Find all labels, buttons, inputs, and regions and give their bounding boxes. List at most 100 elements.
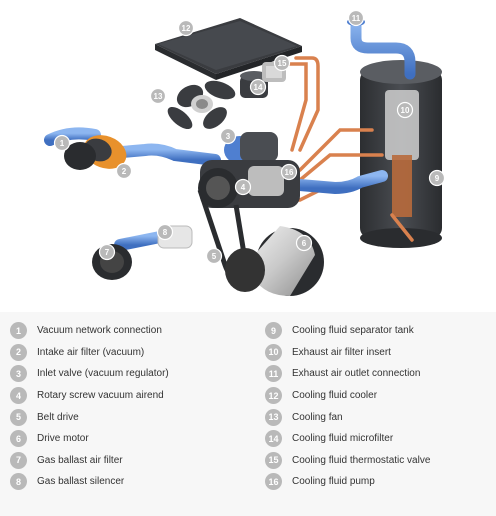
legend-item: 6 Drive motor [10,428,250,450]
callout-number: 12 [182,24,191,33]
legend-number-badge: 14 [265,430,282,448]
callout-9: 9 [428,169,446,187]
callout-number: 14 [254,83,263,92]
legend-number-badge: 4 [10,387,27,405]
callout-7: 7 [98,243,116,261]
legend-label: Exhaust air outlet connection [292,368,421,380]
legend-label: Cooling fluid thermostatic valve [292,454,431,466]
callout-number: 5 [212,252,217,261]
legend-number-badge: 2 [10,343,27,361]
callout-number: 16 [285,168,294,177]
legend-number-badge: 8 [10,473,27,491]
callout-8: 8 [156,223,174,241]
callout-circle [149,87,167,105]
callout-circle [156,223,174,241]
callout-number: 8 [163,228,168,237]
legend-item: 9 Cooling fluid separator tank [265,320,491,342]
legend-item: 12 Cooling fluid cooler [265,385,491,407]
legend-number-badge: 9 [265,322,282,340]
callout-number: 4 [241,183,246,192]
callout-circle [428,169,446,187]
callout-circle [295,234,313,252]
legend-item: 4 Rotary screw vacuum airend [10,385,250,407]
legend-item: 8 Gas ballast silencer [10,471,250,493]
legend-label: Cooling fluid separator tank [292,325,414,337]
legend-item: 14 Cooling fluid microfilter [265,428,491,450]
exhaust-outlet-pipe [350,16,416,80]
legend-number-badge: 13 [265,408,282,426]
callout-16: 16 [280,163,298,181]
callout-circle [219,127,237,145]
legend-number-badge: 16 [265,473,282,491]
callout-number: 10 [401,106,410,115]
callout-circle [177,19,195,37]
callout-13: 13 [149,87,167,105]
callout-14: 14 [249,78,267,96]
callout-number: 7 [105,248,110,257]
legend-number-badge: 1 [10,322,27,340]
legend-label: Intake air filter (vacuum) [37,346,145,358]
legend-label: Rotary screw vacuum airend [37,390,164,402]
callout-circle [234,178,252,196]
callout-12: 12 [177,19,195,37]
callout-number: 6 [302,239,307,248]
legend-item: 2 Intake air filter (vacuum) [10,342,250,364]
callout-2: 2 [115,162,133,180]
callout-circle [53,134,71,152]
legend-number-badge: 15 [265,451,282,469]
callout-circle [249,78,267,96]
legend-label: Gas ballast silencer [37,476,125,488]
legend-number-badge: 3 [10,365,27,383]
callout-number: 1 [60,139,65,148]
legend-label: Drive motor [37,433,89,445]
legend-label: Gas ballast air filter [37,454,123,466]
callout-circle [115,162,133,180]
legend-number-badge: 6 [10,430,27,448]
callout-circle [280,163,298,181]
callout-circle [273,54,291,72]
legend-label: Belt drive [37,411,79,423]
callout-15: 15 [273,54,291,72]
vacuum-connection [64,142,96,170]
callout-4: 4 [234,178,252,196]
exhaust-filter-insert [385,90,419,160]
legend-item: 3 Inlet valve (vacuum regulator) [10,363,250,385]
legend-column-left: 1 Vacuum network connection 2 Intake air f… [10,320,250,493]
callout-number: 15 [278,59,287,68]
callout-number: 11 [352,14,361,23]
callout-number: 13 [154,92,163,101]
cooling-fluid-pipes [258,56,414,242]
callout-11: 11 [347,9,365,27]
callout-10: 10 [396,101,414,119]
legend-item: 7 Gas ballast air filter [10,450,250,472]
legend-item: 1 Vacuum network connection [10,320,250,342]
callout-5: 5 [205,247,223,265]
legend-number-badge: 11 [265,365,282,383]
legend-label: Exhaust air filter insert [292,346,391,358]
legend-label: Inlet valve (vacuum regulator) [37,368,169,380]
callout-number: 3 [226,132,231,141]
callout-6: 6 [295,234,313,252]
legend: 1 Vacuum network connection 2 Intake air f… [0,312,496,516]
callout-circle [98,243,116,261]
cooling-fan [167,80,236,130]
separator-tank [360,60,442,248]
legend-label: Cooling fluid cooler [292,390,378,402]
legend-number-badge: 12 [265,387,282,405]
legend-number-badge: 5 [10,408,27,426]
legend-item: 10 Exhaust air filter insert [265,342,491,364]
callout-circle [347,9,365,27]
legend-number-badge: 10 [265,343,282,361]
callout-1: 1 [53,134,71,152]
callout-circle [396,101,414,119]
cooling-fluid-cooler [155,18,302,80]
legend-item: 15 Cooling fluid thermostatic valve [265,450,491,472]
legend-item: 5 Belt drive [10,406,250,428]
legend-number-badge: 7 [10,451,27,469]
legend-label: Vacuum network connection [37,325,162,337]
callout-3: 3 [219,127,237,145]
legend-label: Cooling fluid microfilter [292,433,394,445]
